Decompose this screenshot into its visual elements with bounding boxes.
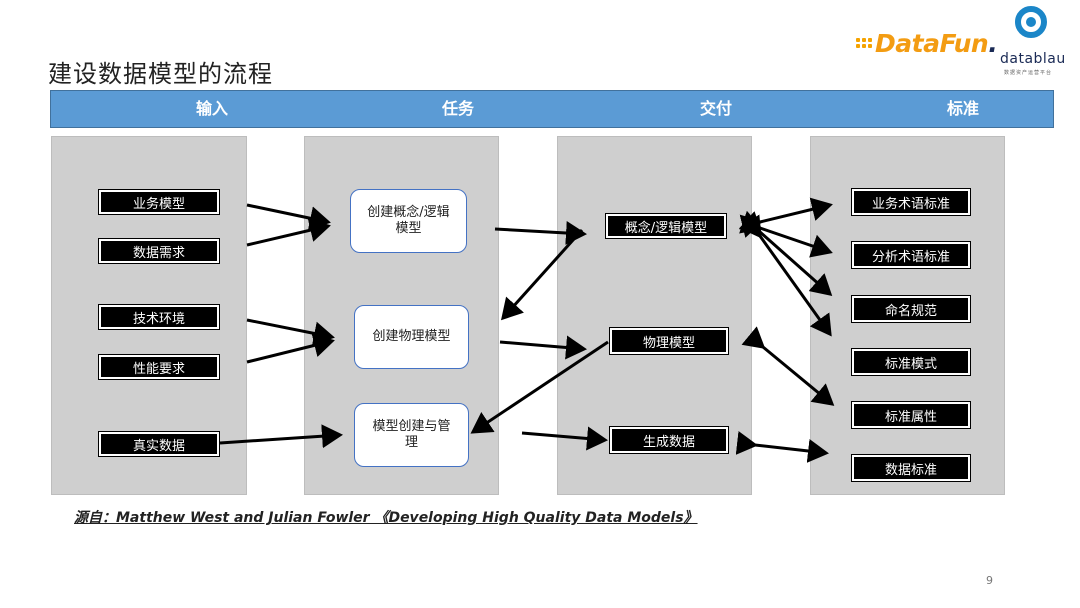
header-bar: 输入 任务 交付 标准 bbox=[50, 90, 1054, 128]
standard-attributes: 标准属性 bbox=[851, 401, 971, 429]
input-real-data: 真实数据 bbox=[98, 431, 220, 457]
input-performance-requirement: 性能要求 bbox=[98, 354, 220, 380]
task-physical-model: 创建物理模型 bbox=[354, 305, 469, 369]
deliverable-conceptual-logical-model: 概念/逻辑模型 bbox=[605, 213, 727, 239]
standard-business-terms: 业务术语标准 bbox=[851, 188, 971, 216]
header-task: 任务 bbox=[441, 99, 474, 118]
input-business-model: 业务模型 bbox=[98, 189, 220, 215]
task-conceptual-logical-model: 创建概念/逻辑模型 bbox=[350, 189, 467, 253]
deliverable-generated-data: 生成数据 bbox=[609, 426, 729, 454]
datablau-logo-text: datablau bbox=[1000, 51, 1066, 67]
standard-naming-convention: 命名规范 bbox=[851, 295, 971, 323]
source-citation: 源自：Matthew West and Julian Fowler 《Devel… bbox=[74, 510, 698, 526]
input-data-requirement: 数据需求 bbox=[98, 238, 220, 264]
datablau-logo-subtitle: 数据资产运营平台 bbox=[1004, 70, 1053, 76]
datablau-logo: datablau 数据资产运营平台 bbox=[996, 4, 1076, 82]
page-number: 9 bbox=[986, 574, 993, 587]
datablau-ring-icon bbox=[1015, 6, 1047, 38]
header-standard: 标准 bbox=[946, 99, 979, 118]
datafun-logo-text: DataFun bbox=[875, 28, 989, 58]
standard-data: 数据标准 bbox=[851, 454, 971, 482]
datafun-logo-dot: . bbox=[988, 28, 998, 58]
header-deliverable: 交付 bbox=[699, 99, 732, 118]
standard-analysis-terms: 分析术语标准 bbox=[851, 241, 971, 269]
header-input: 输入 bbox=[195, 99, 228, 118]
input-tech-environment: 技术环境 bbox=[98, 304, 220, 330]
deliverable-physical-model: 物理模型 bbox=[609, 327, 729, 355]
page-title: 建设数据模型的流程 bbox=[48, 60, 273, 88]
datafun-dots-icon bbox=[856, 38, 872, 48]
task-model-management: 模型创建与管理 bbox=[354, 403, 469, 467]
standard-pattern: 标准模式 bbox=[851, 348, 971, 376]
datafun-logo: DataFun. bbox=[856, 26, 998, 60]
